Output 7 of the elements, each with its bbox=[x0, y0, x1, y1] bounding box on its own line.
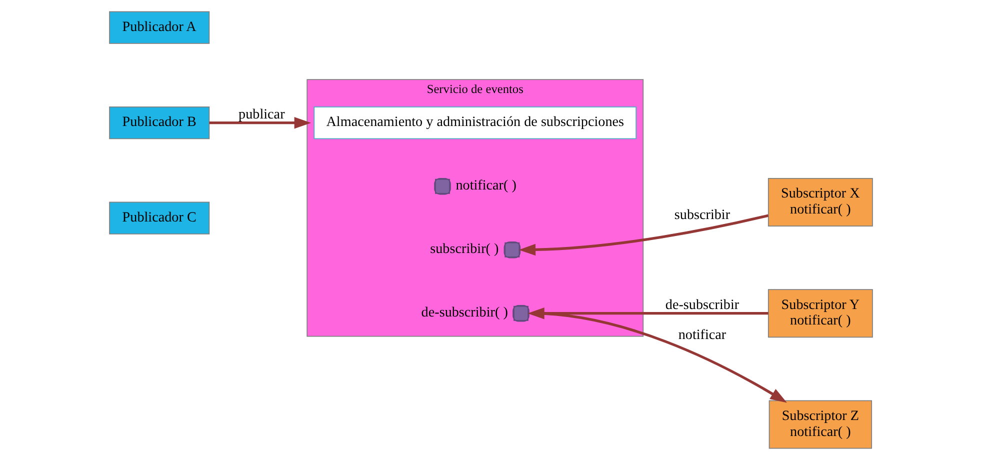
edge-label: publicar bbox=[238, 106, 284, 122]
node-label: notificar( ) bbox=[455, 178, 516, 194]
node-label: subscribir( ) bbox=[430, 241, 498, 258]
edge-label: de-subscribir bbox=[664, 296, 739, 313]
node-label: de-subscribir( ) bbox=[420, 304, 508, 321]
edge-label: notificar bbox=[678, 326, 726, 343]
edge-label: subscribir bbox=[674, 206, 730, 223]
